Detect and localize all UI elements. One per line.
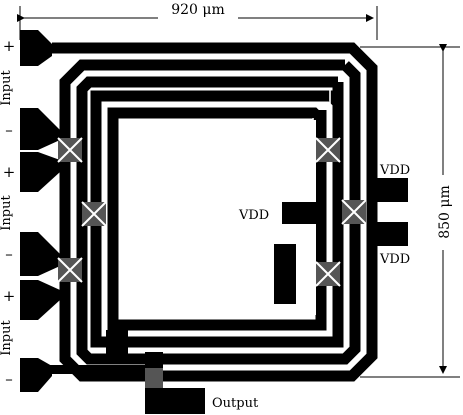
crossover-right-2 (341, 199, 367, 225)
winding-inner (107, 107, 327, 331)
sign-minus-3: – (5, 370, 13, 388)
height-dimension-label: 850 μm (437, 185, 453, 239)
port-labels: + – + – + – Input Input Input VDD VDD VD… (0, 37, 410, 411)
winding-2 (76, 61, 361, 365)
winding-outer (52, 42, 378, 382)
crossover-left-1 (57, 137, 83, 163)
input-pad-6 (20, 358, 52, 392)
winding-3-gap (103, 90, 331, 335)
input-label-1: Input (0, 70, 14, 106)
output-tap (106, 330, 205, 414)
vdd-label-inner: VDD (238, 208, 269, 223)
crossover-right-3 (315, 261, 341, 287)
input-label-3: Input (0, 320, 14, 356)
sign-minus-2: – (5, 245, 13, 263)
input-pad-3 (20, 152, 60, 192)
input-pad-5 (20, 280, 60, 320)
input-pads (20, 30, 60, 392)
sign-plus-2: + (3, 163, 16, 181)
input-pad-1 (20, 30, 52, 66)
sign-plus-3: + (3, 287, 16, 305)
vdd-pad-right-top (372, 178, 408, 202)
dimension-height: 850 μm (360, 44, 460, 378)
output-pad (145, 388, 205, 414)
dimension-width: 920 μm (17, 2, 378, 40)
output-label: Output (212, 396, 259, 411)
crossover-right-1 (315, 137, 341, 163)
input-pad-4 (20, 232, 60, 276)
sign-minus-1: – (5, 121, 13, 139)
crossover-left-3 (57, 257, 83, 283)
crossovers (57, 137, 367, 287)
input-pad-2 (20, 108, 60, 150)
vdd-label-right-bottom: VDD (379, 252, 410, 267)
vdd-pad-right-bottom (372, 222, 408, 246)
winding-outer-gap (60, 55, 365, 369)
inner-tap-stub (274, 244, 296, 304)
vdd-pad-inner (282, 202, 322, 224)
bottom-feed-line (40, 365, 150, 374)
vdd-pads (282, 178, 408, 246)
input-label-2: Input (0, 195, 14, 231)
vdd-label-right-top: VDD (379, 163, 410, 178)
crossover-left-2 (81, 201, 107, 227)
sign-plus-1: + (3, 37, 16, 55)
width-dimension-label: 920 μm (171, 2, 225, 18)
